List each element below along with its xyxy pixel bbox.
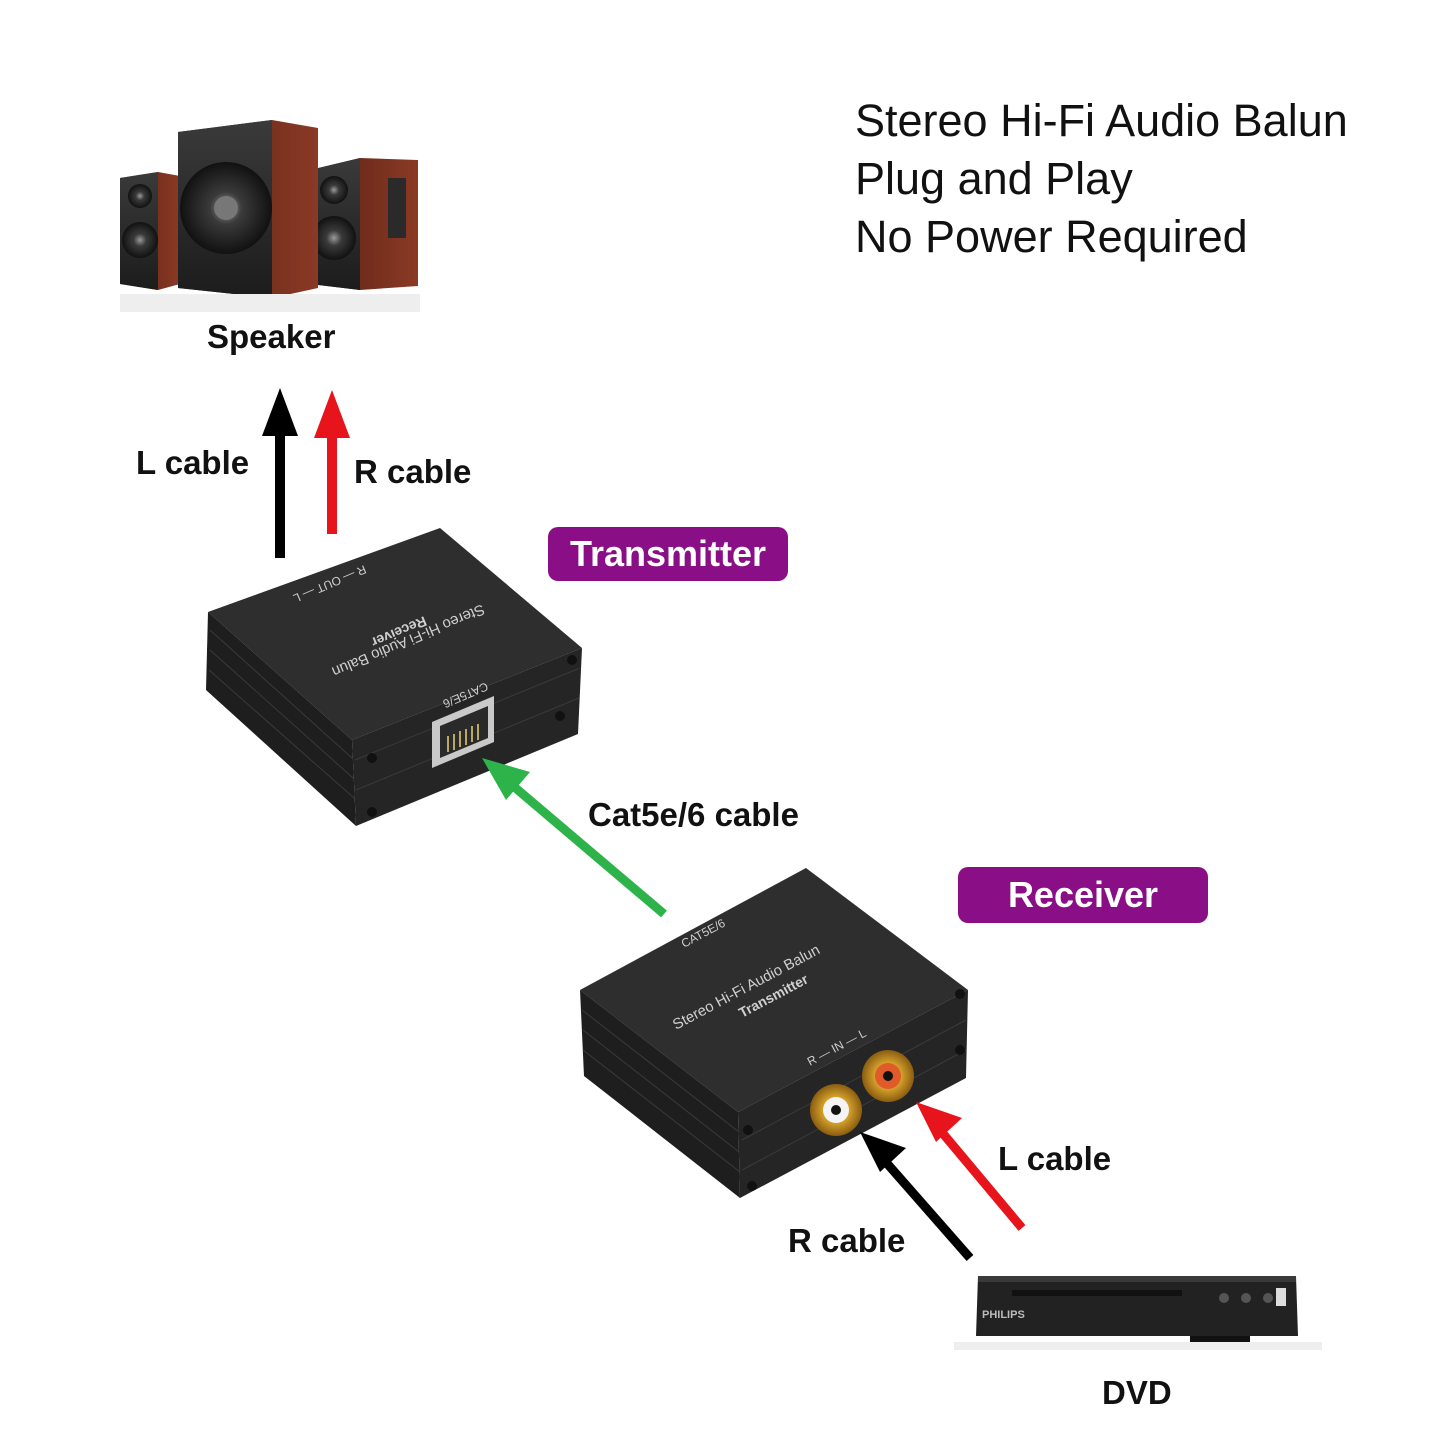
cat-cable-label: Cat5e/6 cable xyxy=(588,796,799,833)
transmitter-badge: Transmitter xyxy=(548,527,788,581)
speaker-image xyxy=(120,120,420,312)
headline: Stereo Hi-Fi Audio Balun Plug and Play N… xyxy=(855,92,1348,266)
bottom-l-cable-label: L cable xyxy=(998,1140,1112,1177)
headline-line-3: No Power Required xyxy=(855,211,1248,262)
receiver-badge: Receiver xyxy=(958,867,1208,923)
headline-line-2: Plug and Play xyxy=(855,153,1133,204)
dvd-label: DVD xyxy=(1102,1374,1172,1411)
cat-cable-arrow xyxy=(482,758,667,918)
top-r-cable-label: R cable xyxy=(354,453,472,490)
speaker-label: Speaker xyxy=(207,318,336,355)
top-l-cable-label: L cable xyxy=(136,444,250,481)
dvd-player-image: PHILIPS xyxy=(954,1276,1322,1350)
top-r-arrow xyxy=(314,390,350,534)
bottom-r-cable-label: R cable xyxy=(788,1222,906,1259)
headline-line-1: Stereo Hi-Fi Audio Balun xyxy=(855,95,1348,146)
top-l-arrow xyxy=(262,388,298,558)
transmitter-box-bottom: CAT5E/6 Stereo Hi-Fi Audio Balun Transmi… xyxy=(580,868,968,1198)
receiver-box-top: Stereo Hi-Fi Audio Balun Receiver R — OU… xyxy=(206,528,582,826)
dvd-brand-text: PHILIPS xyxy=(982,1309,1025,1321)
bottom-r-arrow xyxy=(860,1132,974,1261)
bottom-l-arrow xyxy=(916,1102,1026,1231)
